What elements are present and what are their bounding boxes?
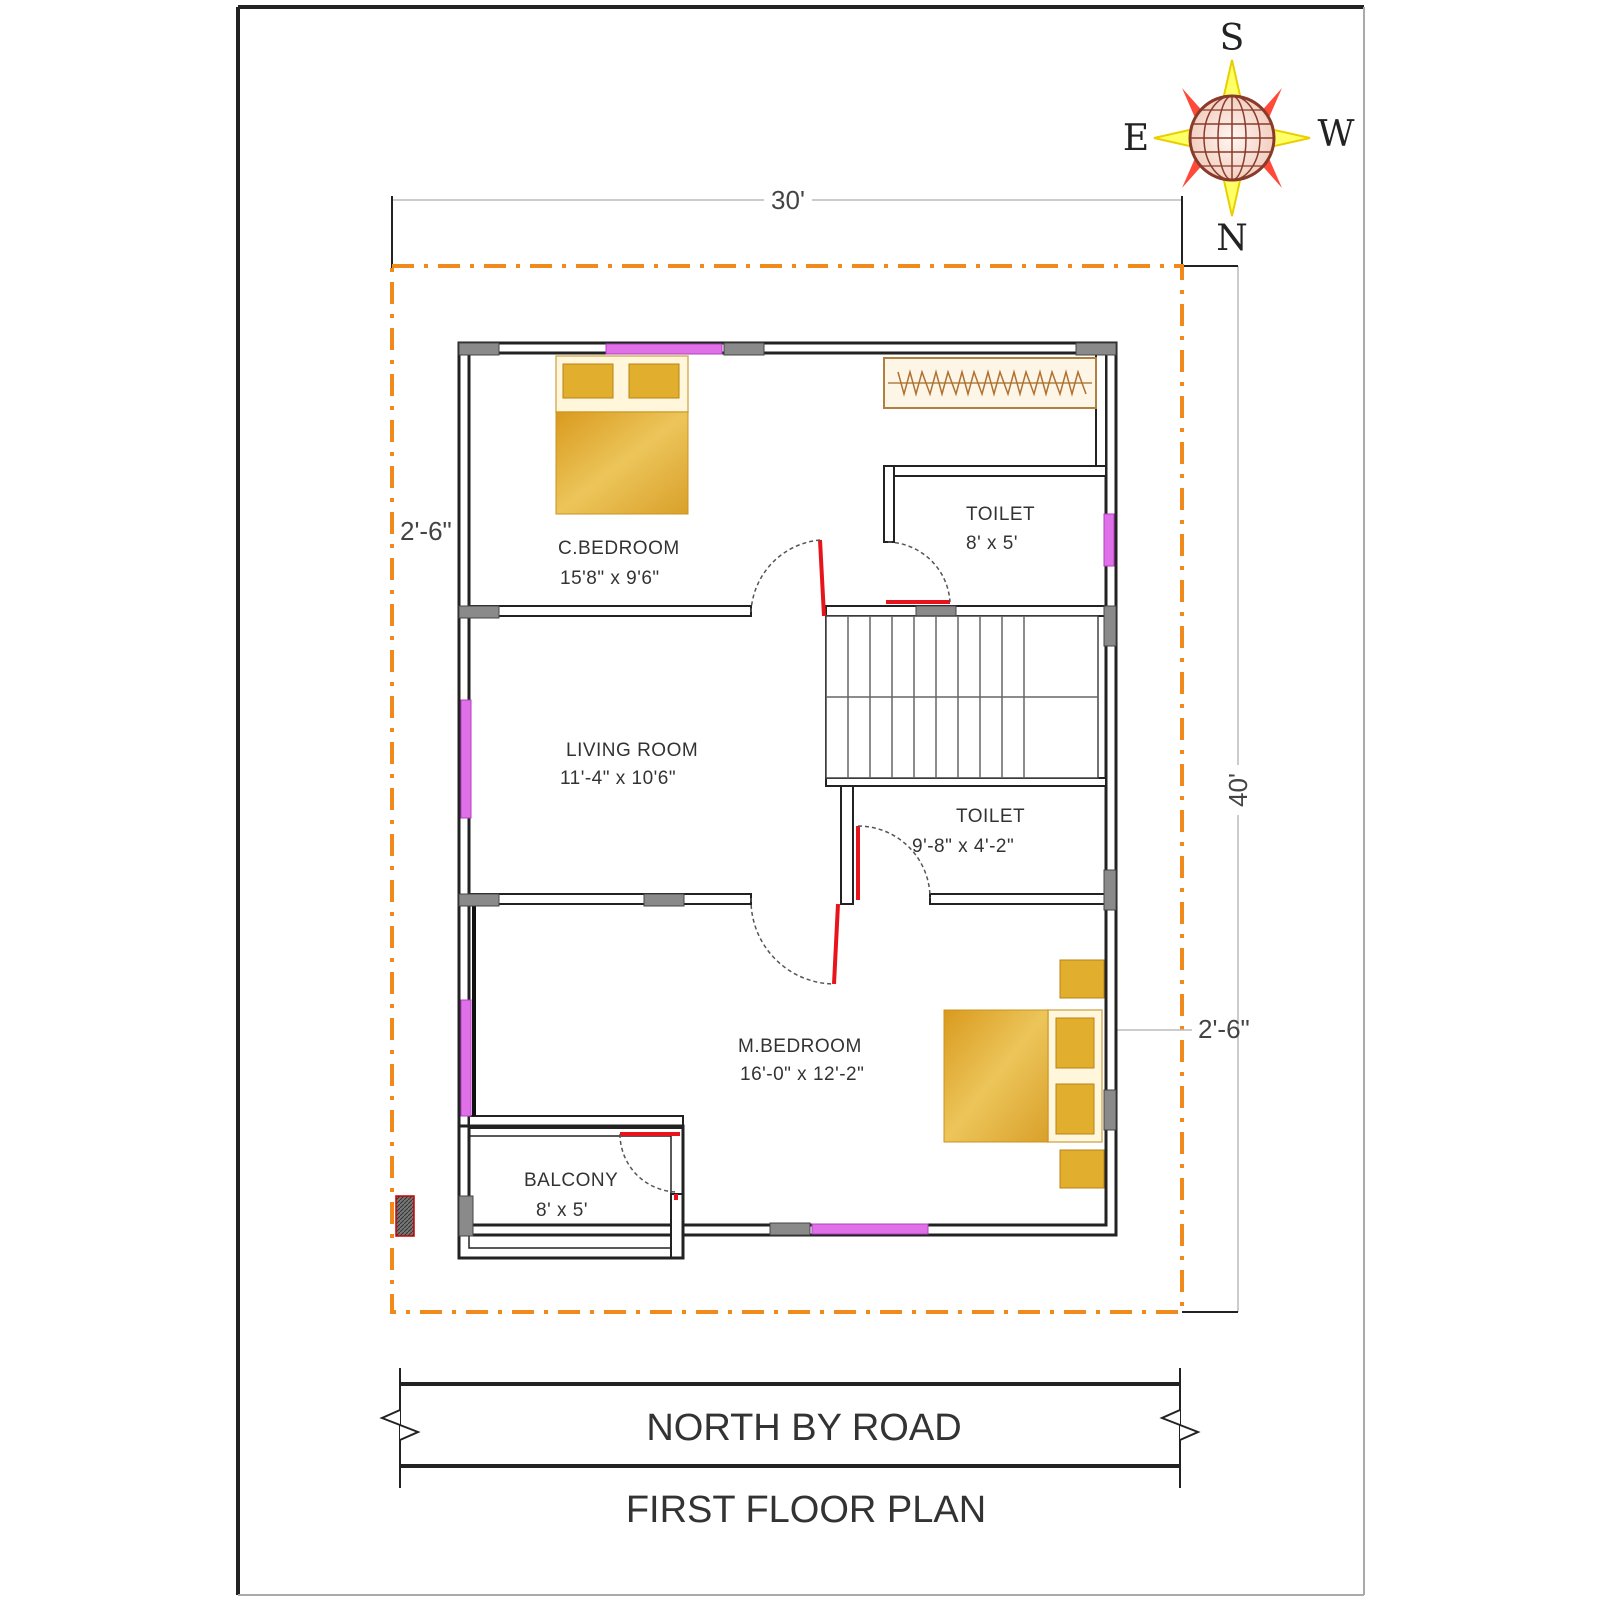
columns — [395, 342, 1117, 1237]
road-band — [379, 1368, 1201, 1488]
compass-rose-icon — [1153, 59, 1311, 217]
plot-width-label: 30' — [771, 185, 805, 215]
road-label: NORTH BY ROAD — [646, 1407, 961, 1449]
left-setback-label: 2'-6" — [400, 516, 452, 546]
sheet-border — [236, 5, 1365, 1596]
balcony-name: BALCONY — [524, 1170, 618, 1191]
interior-walls — [457, 352, 1107, 1260]
plot-depth-label: 40' — [1223, 773, 1253, 807]
child-bedroom-name: C.BEDROOM — [558, 538, 680, 559]
setback-boundary — [390, 264, 1184, 1314]
staircase — [825, 615, 1099, 779]
toilet-2-size: 9'-8" x 4'-2" — [912, 836, 1014, 857]
compass-right-letter: W — [1317, 114, 1354, 155]
doors — [619, 539, 951, 1200]
child-bedroom-size: 15'8" x 9'6" — [560, 568, 660, 589]
compass-left-letter: E — [1123, 118, 1149, 159]
right-setback-label: 2'-6" — [1198, 1014, 1250, 1044]
compass-top-letter: S — [1220, 18, 1245, 59]
master-bedroom-name: M.BEDROOM — [738, 1036, 862, 1057]
living-room-name: LIVING ROOM — [566, 740, 698, 761]
balcony-size: 8' x 5' — [536, 1200, 588, 1221]
plot-width-dimension — [391, 184, 1183, 268]
bed-child-bedroom — [555, 355, 689, 515]
living-room-size: 11'-4" x 10'6" — [560, 768, 676, 789]
master-bedroom-size: 16'-0" x 12'-2" — [740, 1064, 864, 1085]
windows — [460, 343, 1115, 1235]
toilet-1-size: 8' x 5' — [966, 533, 1018, 554]
toilet-1-name: TOILET — [966, 504, 1035, 525]
plot-depth-dimension — [1182, 265, 1254, 1313]
bed-master-bedroom — [943, 959, 1105, 1189]
wardrobe — [883, 357, 1097, 409]
compass-bottom-letter: N — [1216, 218, 1248, 259]
toilet-2-name: TOILET — [956, 806, 1025, 827]
plan-title: FIRST FLOOR PLAN — [626, 1489, 986, 1531]
